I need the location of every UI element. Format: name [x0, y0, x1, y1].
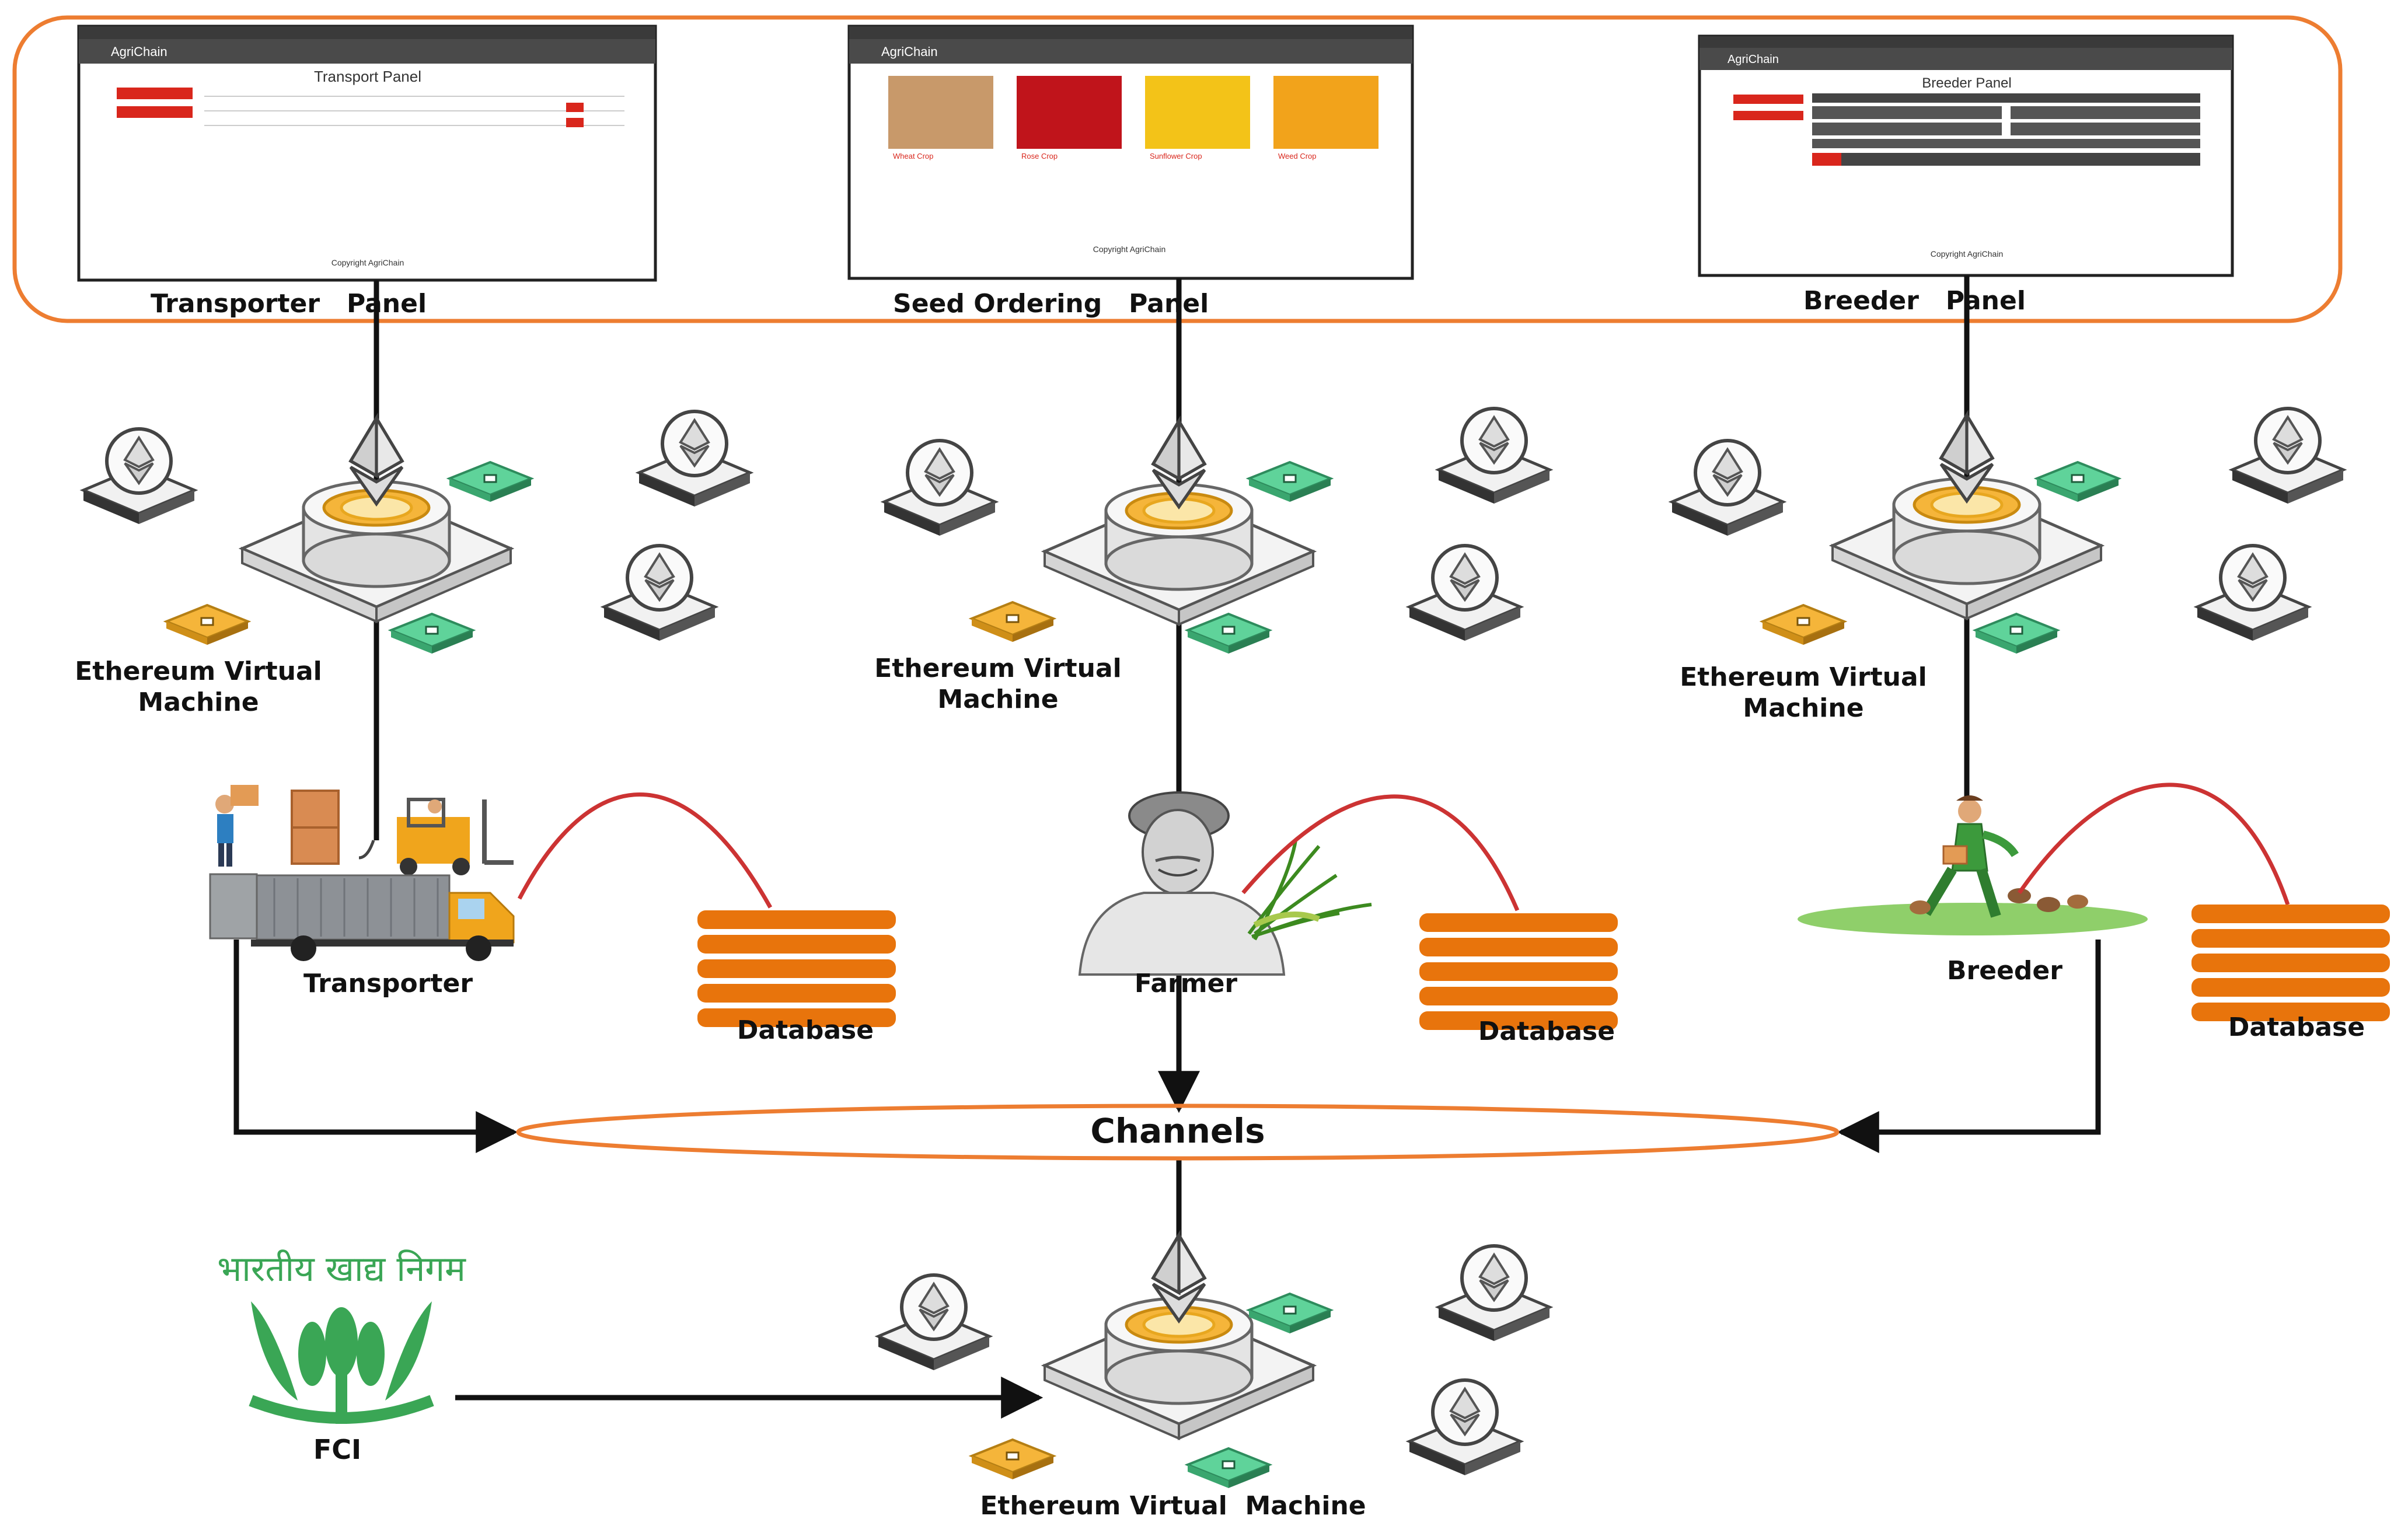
- eth-coin-icon: [1672, 441, 1783, 536]
- green-chip-icon: [1186, 1447, 1271, 1489]
- channels-ellipse: [516, 1104, 1840, 1161]
- farmer-database-icon: [1419, 913, 1618, 1030]
- evm-node-breeder: [1833, 415, 2101, 619]
- green-chip-icon: [1186, 613, 1271, 655]
- breeder-database-icon: [2191, 905, 2390, 1021]
- eth-coin-icon: [1409, 546, 1520, 641]
- transporter-window-title: Transport Panel: [314, 68, 421, 85]
- farmer-database-label: Database: [1478, 1017, 1615, 1046]
- rose-image: [1017, 76, 1122, 149]
- green-chip-icon: [390, 613, 474, 655]
- breeder-icon: [1798, 795, 2148, 935]
- green-chip-icon: [1974, 613, 2058, 655]
- seed-footer: Copyright AgriChain: [1093, 245, 1166, 254]
- eth-coin-icon: [2232, 408, 2343, 504]
- seed-ordering-panel-label: Seed Ordering Panel: [893, 289, 1209, 319]
- eth-coin-icon: [1439, 408, 1550, 504]
- product-name-1: Wheat Crop: [893, 152, 933, 160]
- green-chip-icon: [448, 461, 532, 503]
- evm-label-3-line2: Machine: [1743, 693, 1863, 723]
- breeder-label: Breeder: [1947, 956, 2062, 986]
- breeder-footer: Copyright AgriChain: [1931, 249, 2004, 259]
- wheat-image: [888, 76, 993, 149]
- transporter-brand: AgriChain: [111, 44, 167, 59]
- transporter-database-label: Database: [737, 1015, 874, 1045]
- eth-coin-icon: [639, 411, 750, 507]
- sunflower-image: [1145, 76, 1250, 149]
- evm-node-fci: [1045, 1235, 1313, 1439]
- yellow-chip-icon: [971, 601, 1055, 643]
- evm-node-transporter: [242, 418, 511, 622]
- transporter-panel-window: AgriChain Transport Panel Copyright Agri…: [77, 25, 657, 282]
- transporter-panel-label: Transporter Panel: [151, 289, 427, 319]
- product-name-2: Rose Crop: [1021, 152, 1058, 160]
- breeder-to-channels-arrow: [1837, 940, 2101, 1153]
- evm-label-3-line1: Ethereum Virtual: [1680, 662, 1927, 692]
- eth-coin-icon: [1409, 1380, 1520, 1475]
- transporter-truck-icon: [209, 785, 515, 961]
- evm-label-1-line2: Machine: [138, 687, 259, 717]
- transporter-red-button-1: [117, 88, 193, 99]
- weed-image: [1273, 76, 1379, 149]
- seed-brand: AgriChain: [881, 44, 938, 59]
- farmer-label: Farmer: [1135, 969, 1238, 998]
- evm-label-2-line1: Ethereum Virtual: [874, 654, 1121, 683]
- farmer-db-curve: [1241, 794, 1520, 912]
- breeder-window-title: Breeder Panel: [1922, 75, 2011, 91]
- breeder-panel-label: Breeder Panel: [1803, 286, 2026, 316]
- eth-coin-icon: [1439, 1246, 1550, 1341]
- transporter-to-channels-arrow: [233, 940, 518, 1153]
- product-name-4: Weed Crop: [1278, 152, 1317, 160]
- transporter-label: Transporter: [303, 969, 473, 998]
- eth-coin-icon: [604, 546, 715, 641]
- evm-label-bottom: Ethereum Virtual Machine: [980, 1491, 1366, 1521]
- channels-label: Channels: [1090, 1111, 1265, 1151]
- breeder-database-label: Database: [2228, 1012, 2365, 1042]
- transporter-db-curve: [517, 792, 773, 909]
- fci-logo: भारतीय खाद्य निगम: [217, 1249, 466, 1424]
- farmer-icon: [1078, 791, 1372, 976]
- fci-hindi-text: भारतीय खाद्य निगम: [217, 1249, 466, 1290]
- eth-coin-icon: [878, 1275, 989, 1370]
- product-name-3: Sunflower Crop: [1150, 152, 1202, 160]
- evm-node-farmer: [1045, 421, 1313, 625]
- breeder-brand: AgriChain: [1728, 53, 1779, 66]
- breeder-db-curve: [2018, 783, 2290, 906]
- transporter-database-icon: [697, 910, 896, 1027]
- green-chip-icon: [1248, 1293, 1332, 1335]
- yellow-chip-icon: [1761, 604, 1845, 646]
- transporter-footer: Copyright AgriChain: [331, 258, 404, 267]
- evm-label-1-line1: Ethereum Virtual: [75, 656, 322, 686]
- transporter-red-button-2: [117, 106, 193, 118]
- green-chip-icon: [1248, 461, 1332, 503]
- breeder-panel-window: AgriChain Breeder Panel Copyright AgriCh…: [1698, 34, 2234, 277]
- fci-label: FCI: [313, 1434, 361, 1465]
- seed-ordering-panel-window: AgriChain Wheat Crop Rose Crop Sunflower…: [847, 25, 1414, 280]
- eth-coin-icon: [884, 441, 995, 536]
- evm-label-2-line2: Machine: [937, 685, 1058, 714]
- green-chip-icon: [2036, 461, 2120, 503]
- eth-coin-icon: [83, 429, 194, 524]
- eth-coin-icon: [2197, 546, 2308, 641]
- yellow-chip-icon: [165, 604, 249, 646]
- yellow-chip-icon: [971, 1438, 1055, 1480]
